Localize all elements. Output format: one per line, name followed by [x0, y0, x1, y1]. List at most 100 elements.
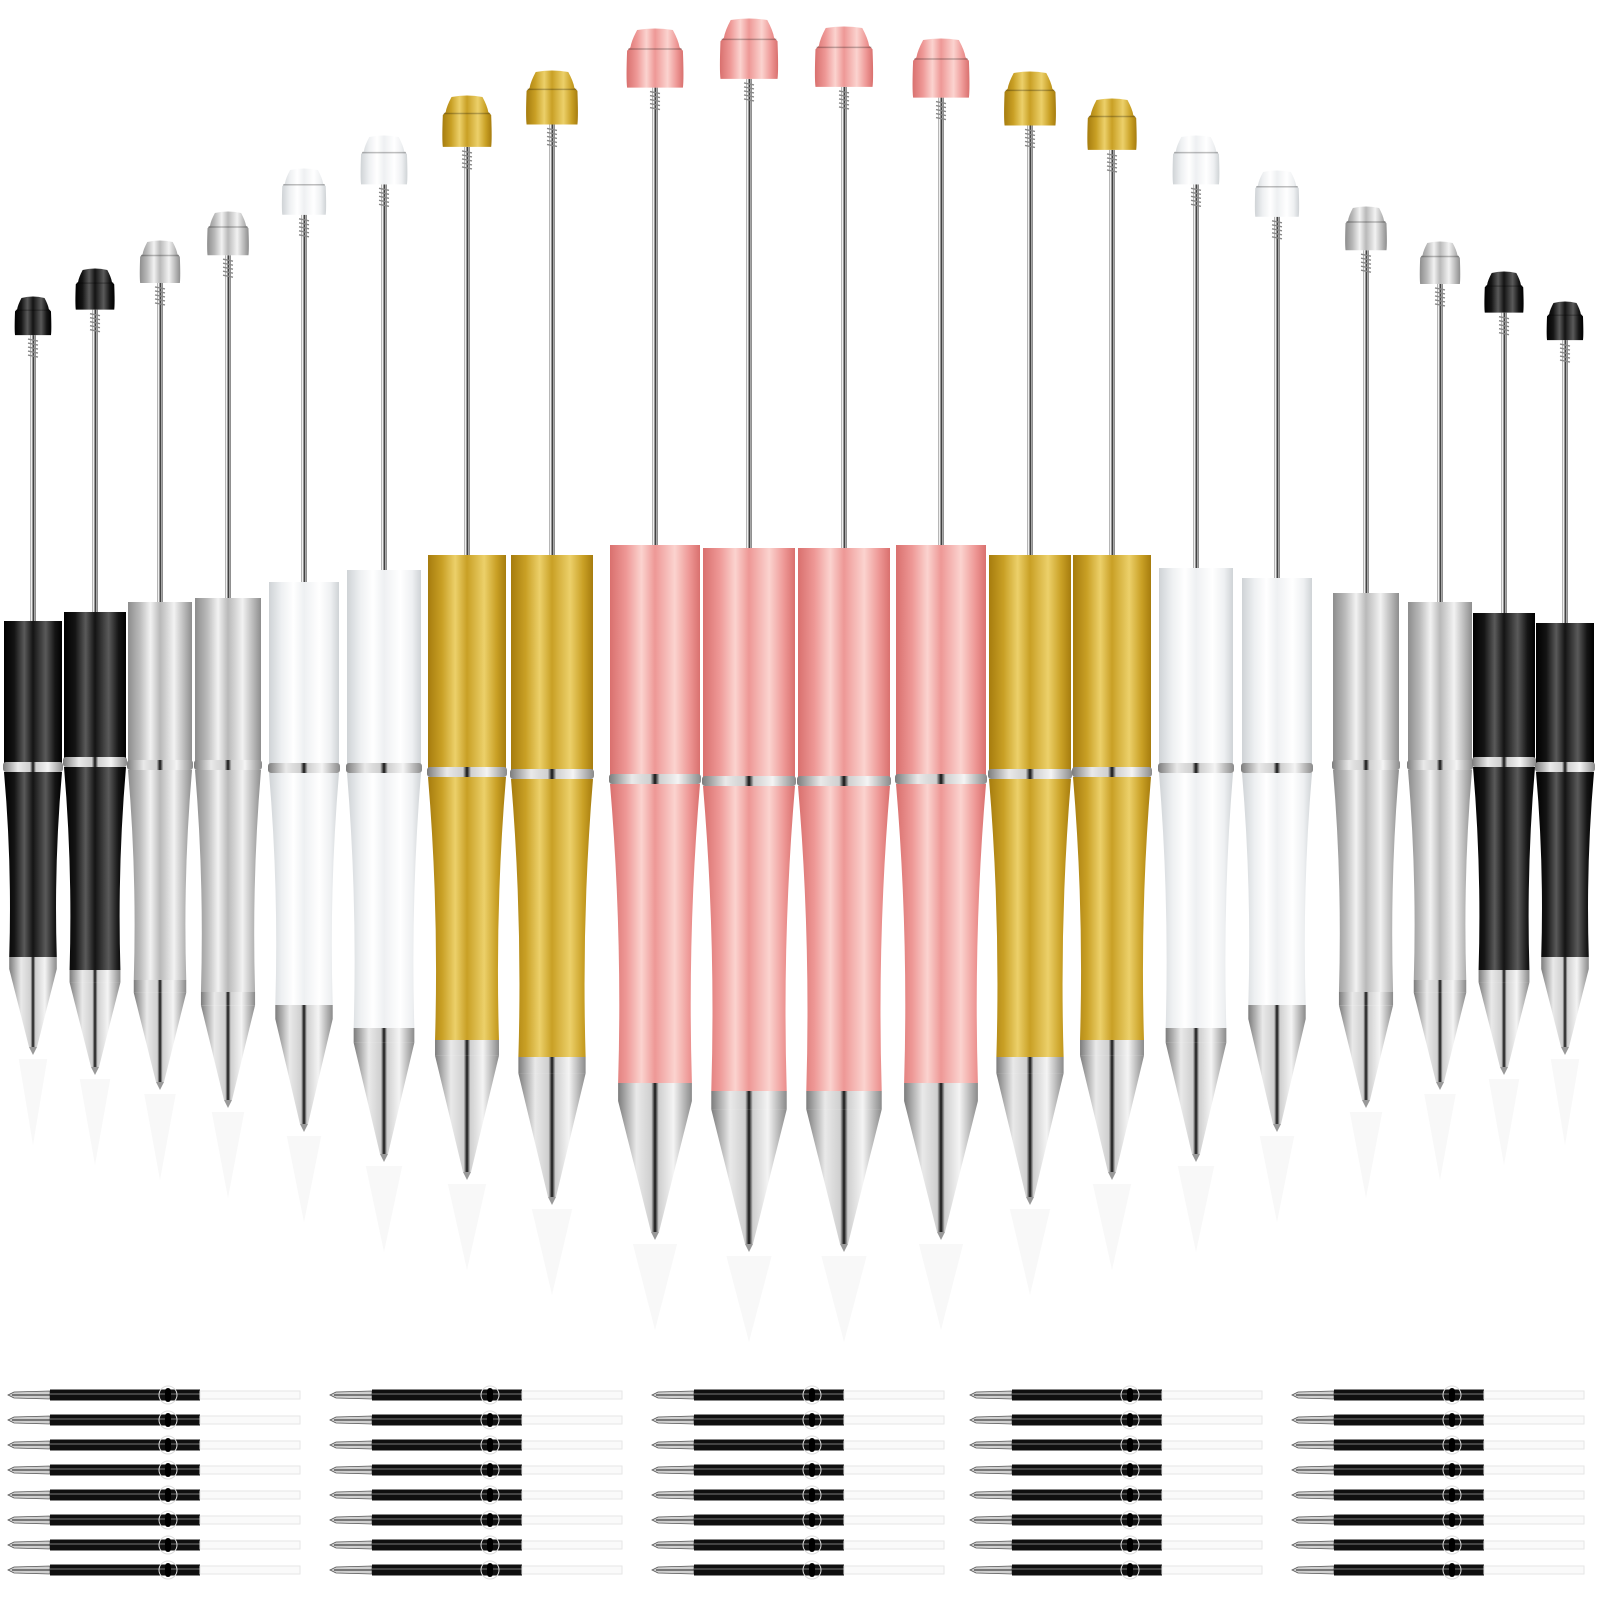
- pen-lower-barrel: [195, 770, 261, 992]
- pen-gold: [427, 95, 507, 1270]
- pen-silver: [194, 211, 262, 1198]
- ink-refill: [329, 1485, 623, 1505]
- ballpoint: [29, 1047, 37, 1055]
- pen-tip-cone: [200, 1005, 256, 1100]
- metal-ring: [1158, 763, 1234, 773]
- pen-tip-cone: [711, 1109, 787, 1244]
- ink-refill: [1291, 1535, 1585, 1555]
- pen-gold: [510, 70, 594, 1295]
- ink-refill: [329, 1560, 623, 1580]
- pen-upper-barrel: [269, 582, 339, 764]
- metal-collar: [904, 1083, 978, 1101]
- pen-upper-barrel: [703, 548, 795, 777]
- pen-white: [1241, 170, 1313, 1222]
- ink-refill: [969, 1485, 1263, 1505]
- ballpoint: [1026, 1197, 1034, 1205]
- ink-refill: [969, 1535, 1263, 1555]
- ink-refill: [7, 1510, 301, 1530]
- ballpoint: [651, 1232, 659, 1240]
- ballpoint: [1500, 1067, 1508, 1075]
- bead-stopper-cap: [1087, 98, 1137, 150]
- metal-collar: [711, 1091, 787, 1110]
- pen-lower-barrel: [128, 770, 192, 980]
- ink-refill: [969, 1410, 1263, 1430]
- pen-tip-cone: [1165, 1042, 1227, 1154]
- bead-stopper-cap: [207, 211, 249, 256]
- metal-collar: [1478, 970, 1530, 983]
- metal-collar: [1541, 957, 1589, 969]
- metal-ring: [609, 774, 701, 784]
- pen-upper-barrel: [64, 612, 126, 758]
- pens-group: [3, 18, 1595, 1342]
- bead-stopper-cap: [442, 95, 492, 147]
- pen-upper-barrel: [1333, 593, 1399, 761]
- metal-collar: [618, 1083, 692, 1101]
- pen-tip-cone: [1541, 969, 1589, 1047]
- pen-rose: [797, 26, 891, 1342]
- bead-stopper-cap: [75, 268, 115, 310]
- pen-gold: [1072, 98, 1152, 1270]
- ink-refill: [7, 1485, 301, 1505]
- bead-stopper-cap: [1345, 206, 1387, 251]
- metal-rod: [381, 184, 387, 571]
- metal-ring: [3, 762, 63, 772]
- pen-lower-barrel: [610, 784, 700, 1083]
- refill-bundle-5: [1291, 1385, 1585, 1580]
- ballpoint: [1362, 1100, 1370, 1108]
- ink-refill: [651, 1510, 945, 1530]
- metal-collar: [353, 1028, 415, 1043]
- pen-rose: [895, 38, 987, 1330]
- ink-refill: [329, 1385, 623, 1405]
- ballpoint: [745, 1244, 753, 1252]
- ink-refill: [329, 1435, 623, 1455]
- ballpoint: [224, 1100, 232, 1108]
- metal-collar: [200, 992, 256, 1006]
- pen-upper-barrel: [195, 598, 261, 761]
- bead-stopper-cap: [526, 70, 578, 125]
- ink-refill: [7, 1560, 301, 1580]
- metal-ring: [988, 769, 1072, 779]
- pen-silver: [1407, 241, 1473, 1180]
- ink-refill: [969, 1460, 1263, 1480]
- pen-lower-barrel: [4, 772, 62, 957]
- pen-lower-barrel: [1159, 773, 1233, 1028]
- pen-tip-cone: [435, 1055, 499, 1172]
- metal-collar: [69, 970, 121, 983]
- ink-refill: [969, 1560, 1263, 1580]
- pen-lower-barrel: [428, 777, 506, 1040]
- metal-ring: [194, 760, 262, 770]
- pen-tip-cone: [996, 1073, 1064, 1197]
- metal-ring: [702, 776, 796, 786]
- ink-refill: [651, 1410, 945, 1430]
- metal-collar: [275, 1005, 333, 1019]
- bead-stopper-cap: [360, 135, 408, 185]
- ballpoint: [1108, 1172, 1116, 1180]
- metal-collar: [1165, 1028, 1227, 1043]
- metal-collar: [1338, 992, 1394, 1006]
- ink-refill: [969, 1510, 1263, 1530]
- ink-refill: [651, 1560, 945, 1580]
- pen-lower-barrel: [989, 779, 1071, 1057]
- pen-tip-cone: [69, 982, 121, 1067]
- pen-lower-barrel: [1073, 777, 1151, 1040]
- ballpoint: [463, 1172, 471, 1180]
- pen-lower-barrel: [1408, 770, 1472, 980]
- pen-upper-barrel: [428, 555, 506, 768]
- metal-ring: [1535, 762, 1595, 772]
- metal-rod: [92, 309, 98, 612]
- bead-stopper-cap: [1484, 271, 1524, 313]
- metal-ring: [895, 774, 987, 784]
- refill-bundle-2: [329, 1385, 623, 1580]
- pen-tip-cone: [618, 1101, 692, 1232]
- ballpoint: [1436, 1082, 1444, 1090]
- ink-refill: [969, 1435, 1263, 1455]
- pen-lower-barrel: [269, 773, 339, 1005]
- metal-collar: [996, 1057, 1064, 1074]
- metal-rod: [652, 87, 658, 545]
- bead-stopper-cap: [626, 28, 684, 88]
- ballpoint: [91, 1067, 99, 1075]
- pen-lower-barrel: [64, 767, 126, 970]
- metal-ring: [1332, 760, 1400, 770]
- pen-black: [1472, 271, 1536, 1165]
